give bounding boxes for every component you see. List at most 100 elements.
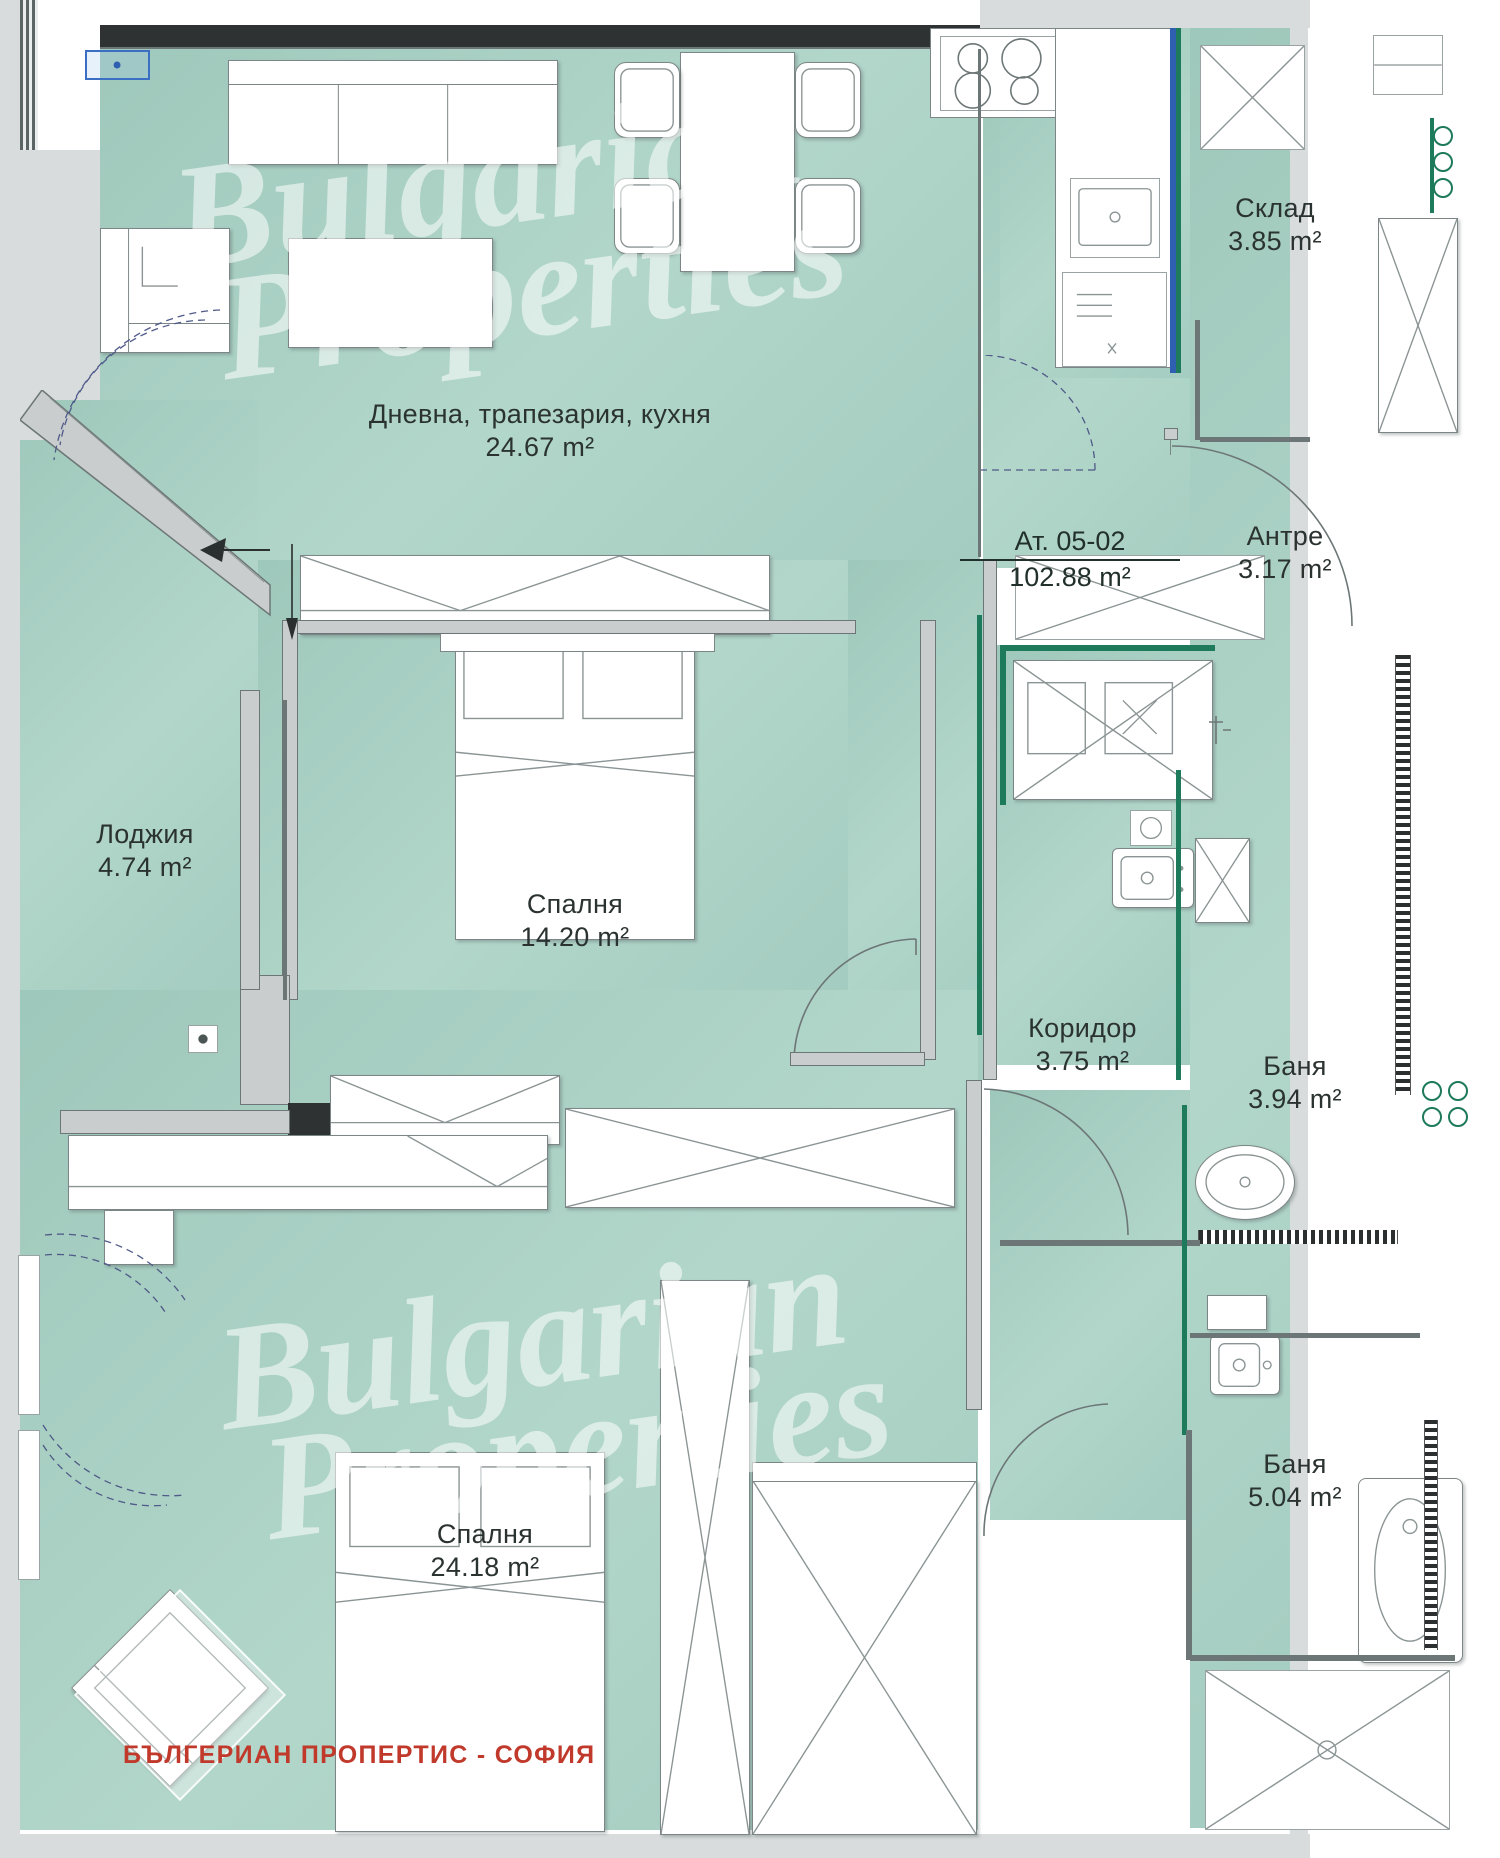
riser-pipes-bath2: [1418, 1095, 1448, 1155]
room-label-living: Дневна, трапезария, кухня 24.67 m²: [290, 398, 790, 464]
wall-loggia-bottom: [240, 975, 290, 1105]
bath1-green-left: [1000, 645, 1006, 805]
riser-pipes-top: [1430, 120, 1456, 210]
bath2-tile-divider: [1424, 1420, 1438, 1650]
room-label-hall: Антре 3.17 m²: [1190, 520, 1380, 586]
bath2-bathtub: [1358, 1478, 1463, 1663]
wall-bedroom1-right: [920, 620, 936, 1060]
riser-pipes-mid: [1418, 1075, 1478, 1135]
wall-corridor-mid: [966, 1080, 982, 1410]
door-arc-bedroom2: [983, 1403, 1109, 1537]
storage-green-edge: [1430, 118, 1434, 213]
bath1-tile-divider-bottom: [1198, 1230, 1398, 1244]
room-area-bathroom1: 3.94 m²: [1248, 1083, 1342, 1114]
room-name-loggia: Лоджия: [96, 819, 194, 849]
bedroom1-door-leaf: [790, 1052, 925, 1066]
room-area-hall: 3.17 m²: [1238, 553, 1332, 584]
room-area-corridor: 3.75 m²: [1035, 1045, 1130, 1076]
room-area-bedroom1: 14.20 m²: [520, 921, 630, 952]
bedroom2-bed: [335, 1452, 605, 1832]
apartment-total-area: 102.88 m²: [1009, 562, 1131, 593]
outer-wall-left-hatch: [20, 0, 38, 150]
room-name-bathroom2: Баня: [1263, 1449, 1327, 1479]
partition-blue-kitchen: [1170, 28, 1176, 373]
bedroom2-wardrobe-long: [565, 1108, 955, 1208]
furniture-dining-table: [680, 52, 795, 272]
partition-living-right: [978, 49, 981, 557]
wall-top-dark-underline: [100, 47, 980, 49]
outer-wall-left: [0, 0, 20, 1858]
bath1-faucet: [1205, 710, 1233, 750]
bath2-green-left: [1182, 1105, 1187, 1435]
room-label-bedroom2: Спалня 24.18 m²: [360, 1518, 610, 1584]
room-area-bedroom2: 24.18 m²: [430, 1551, 540, 1582]
outer-wall-bottom: [0, 1834, 1310, 1858]
room-area-bathroom2: 5.04 m²: [1248, 1481, 1342, 1512]
room-name-corridor: Коридор: [1028, 1013, 1137, 1043]
door-arc-bedroom1: [793, 938, 917, 1062]
window-arc-loggia: [53, 309, 221, 461]
bedroom2-closet-tall: [660, 1280, 750, 1835]
diagonal-wall-loggia: [20, 390, 271, 617]
apartment-id: Ат. 05-02: [960, 525, 1180, 562]
room-label-loggia: Лоджия 4.74 m²: [40, 818, 250, 884]
arrow-loggia-door: [200, 538, 298, 640]
partition-green-kitchen: [1176, 28, 1181, 373]
furniture-dining-chair-2: [614, 178, 680, 254]
bath1-shower-enclosure: [1013, 660, 1213, 800]
wall-bath2-left: [1186, 1430, 1192, 1660]
kitchen-sink: [1070, 178, 1160, 258]
bath1-basin: [1195, 1145, 1295, 1220]
bedroom1-bed: [455, 640, 695, 940]
kitchen-cooktop: [940, 36, 1065, 111]
corridor-green-right: [977, 615, 982, 1035]
bath1-green-bottom-left: [1176, 770, 1181, 1080]
storage-wall-bottom: [1200, 437, 1310, 442]
wall-loggia-right: [240, 690, 260, 990]
room-name-storage: Склад: [1235, 193, 1315, 223]
room-area-living: 24.67 m²: [485, 431, 595, 462]
wall-bedroom1-top: [296, 620, 856, 634]
bath2-counter-line: [1190, 1333, 1420, 1338]
bath2-cistern: [1207, 1295, 1267, 1330]
room-label-bathroom2: Баня 5.04 m²: [1200, 1448, 1390, 1514]
room-name-hall: Антре: [1246, 521, 1324, 551]
bath1-bathtub: [1195, 838, 1250, 923]
window-bottom-left: [18, 1255, 40, 1415]
storage-closet-right: [1378, 218, 1458, 433]
room-label-corridor: Коридор 3.75 m²: [985, 1012, 1180, 1078]
door-arc-bathroom2: [983, 1088, 1129, 1236]
storage-wardrobe: [1373, 35, 1443, 95]
wall-bath1-bottom: [1000, 1240, 1200, 1246]
room-label-storage: Склад 3.85 m²: [1180, 192, 1370, 258]
room-name-living: Дневна, трапезария, кухня: [368, 399, 712, 429]
entry-door-leaf: [1164, 428, 1178, 440]
room-name-bedroom2: Спалня: [436, 1519, 534, 1549]
wall-bath2-bottom: [1190, 1655, 1455, 1661]
furniture-dining-chair-4: [795, 178, 861, 254]
room-label-bedroom1: Спалня 14.20 m²: [475, 888, 675, 954]
room-name-bathroom1: Баня: [1263, 1051, 1327, 1081]
kitchen-drawers: [1062, 272, 1167, 367]
storage-wall-left: [1195, 320, 1200, 440]
brand-watermark-text: БЪЛГЕРИАН ПРОПЕРТИС - СОФИЯ: [123, 1741, 596, 1769]
bath1-sink-counter: [1112, 848, 1194, 908]
bedroom2-shelf-left: [68, 1135, 548, 1210]
bath2-closet-bottom: [1205, 1670, 1450, 1830]
wall-left-upper: [18, 150, 100, 400]
bedroom2-armchair: [71, 1589, 269, 1787]
room-area-loggia: 4.74 m²: [98, 851, 192, 882]
window-arc-bottom-left: [42, 1233, 186, 1507]
bedroom2-wardrobe-top: [330, 1075, 560, 1145]
window-top-left: [85, 50, 150, 80]
bath1-closet-upper: [1015, 555, 1265, 640]
room-label-bathroom1: Баня 3.94 m²: [1200, 1050, 1390, 1116]
bath2-toilet: [1210, 1335, 1280, 1395]
loggia-outlet: [188, 1025, 218, 1053]
bath1-tile-divider: [1395, 655, 1411, 1095]
outer-wall-top: [980, 0, 1310, 28]
window-bottom-left-2: [18, 1430, 40, 1580]
storage-shelf-x: [1200, 45, 1305, 150]
door-arc-storage: [979, 355, 1096, 471]
